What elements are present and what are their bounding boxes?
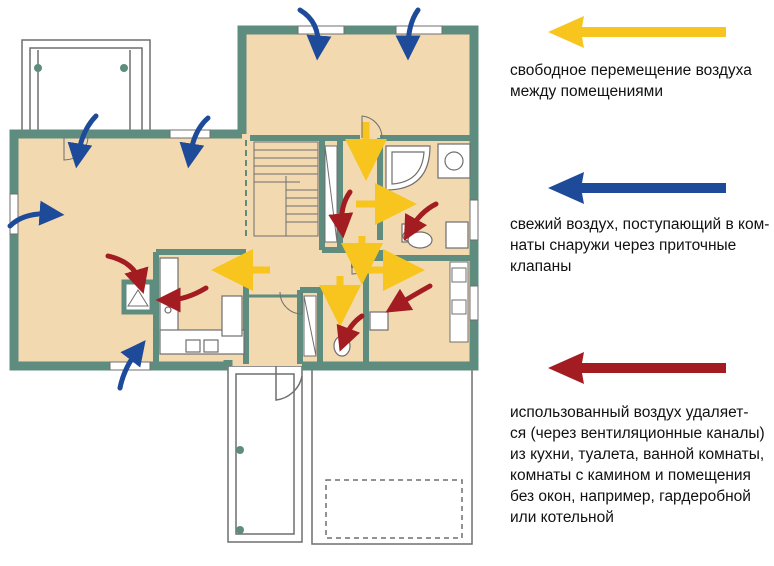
garage — [311, 365, 473, 545]
legend-item-exhaust-air: использованный воздух удаляет- ся (через… — [508, 346, 770, 556]
legend-item-fresh-air: свежий воздух, поступающий в ком- наты с… — [508, 166, 770, 296]
arrow-icon-red — [548, 352, 726, 384]
floor-plan — [7, 7, 479, 545]
legend-text-free-air: свободное перемещение воздуха между поме… — [510, 62, 752, 100]
legend-arrow-shape — [548, 172, 726, 204]
legend-arrow-shape — [548, 16, 726, 48]
fireplace — [121, 279, 155, 315]
exhaust-air-arrows — [105, 189, 439, 352]
legend-arrow-shape — [548, 352, 726, 384]
legend-item-free-air: свободное перемещение воздуха между поме… — [508, 6, 770, 106]
closets — [303, 145, 469, 357]
staircase — [253, 141, 319, 237]
fresh-air-arrows — [7, 7, 421, 391]
legend-text-exhaust-air: использованный воздух удаляет- ся (через… — [510, 404, 765, 526]
free-air-arrows — [211, 122, 425, 327]
arrow-icon-blue — [548, 172, 726, 204]
legend-text-fresh-air: свежий воздух, поступающий в ком- наты с… — [510, 216, 770, 275]
entrance-porch — [227, 365, 303, 543]
arrow-icon-yellow — [548, 16, 726, 48]
terrace — [21, 39, 151, 137]
